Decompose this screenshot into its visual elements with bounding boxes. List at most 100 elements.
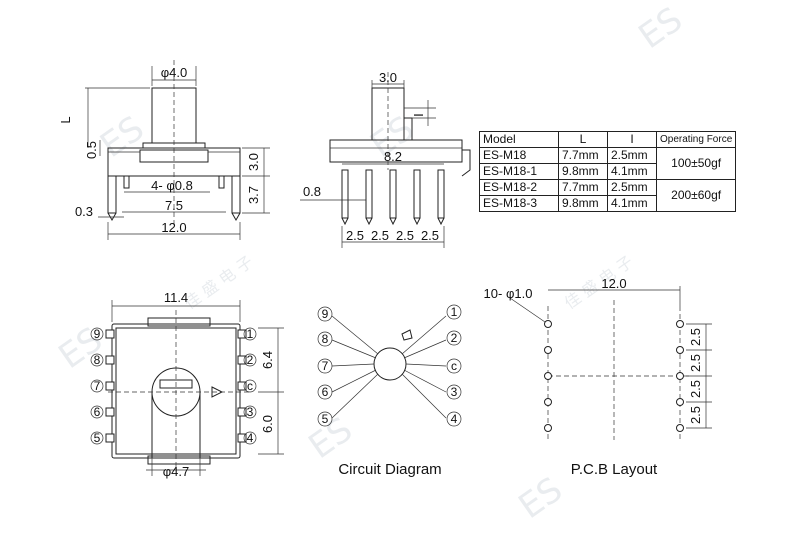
svg-text:佳 盛 电 子: 佳 盛 电 子 xyxy=(181,252,257,313)
cell-model: ES-M18-2 xyxy=(479,179,559,196)
dim-L: L xyxy=(58,116,73,123)
dim-pitch: 2.5 xyxy=(688,380,703,398)
table-header-row: Model L I Operating Force xyxy=(479,131,737,148)
knob-slot xyxy=(159,379,193,389)
svg-text:ES: ES xyxy=(52,320,110,377)
pin xyxy=(123,175,130,189)
pin xyxy=(413,169,421,219)
circuit-pin-label: 2 xyxy=(451,331,458,345)
cell-L: 7.7mm xyxy=(558,147,608,164)
wiper-icon xyxy=(401,329,413,341)
side-view: 3.0 I 8.2 0.8 2.5 2.5 2.5 2.5 xyxy=(300,70,471,248)
dim-12.0: 12.0 xyxy=(161,220,186,235)
dim-shaft-diameter: φ4.0 xyxy=(161,65,188,80)
cell-L: 7.7mm xyxy=(558,179,608,196)
dim-pitch: 2.5 xyxy=(346,228,364,243)
dim-phi-4.7: φ4.7 xyxy=(163,464,190,479)
circuit-pin-label: 9 xyxy=(322,307,329,321)
svg-text:ES: ES xyxy=(93,108,151,165)
pin xyxy=(107,175,117,214)
circuit-pin-label: 1 xyxy=(451,305,458,319)
dim-pitch: 2.5 xyxy=(688,354,703,372)
dim-holes: 10- φ1.0 xyxy=(484,286,533,301)
cell-model: ES-M18-1 xyxy=(479,163,559,180)
watermark: ES ES ES ES ES ES 佳 盛 电 子 佳 盛 电 子 xyxy=(52,0,690,527)
header-model: Model xyxy=(479,131,559,148)
pin-label: 7 xyxy=(94,379,101,393)
circuit-caption: Circuit Diagram xyxy=(338,461,441,478)
circuit-pin-label: 4 xyxy=(451,412,458,426)
pin-label: 4 xyxy=(247,431,254,445)
cell-L: 9.8mm xyxy=(558,195,608,212)
pin xyxy=(231,175,241,214)
dim-holes: 4- φ0.8 xyxy=(151,178,193,193)
dim-0.5: 0.5 xyxy=(84,141,99,159)
circuit-pin-label: 5 xyxy=(322,412,329,426)
dim-11.4: 11.4 xyxy=(164,290,188,305)
pin-label: c xyxy=(247,379,253,393)
circuit-pin-label: 8 xyxy=(322,332,329,346)
circuit-diagram: 9 8 7 6 5 1 2 c 3 4 Circuit Diagram xyxy=(317,304,462,478)
pin xyxy=(389,169,397,219)
dim-6.0: 6.0 xyxy=(260,415,275,433)
pin xyxy=(218,175,225,189)
bottom-tab xyxy=(147,455,211,465)
common-contact xyxy=(373,347,407,381)
circuit-pin-label: 6 xyxy=(322,385,329,399)
dim-pitch: 2.5 xyxy=(688,328,703,346)
top-tab xyxy=(147,317,211,327)
pin xyxy=(437,169,445,219)
pin-label: 8 xyxy=(94,353,101,367)
cell-model: ES-M18 xyxy=(479,147,559,164)
table-row: ES-M18 7.7mm 2.5mm 100±50gf xyxy=(479,147,737,180)
cell-force: 100±50gf xyxy=(655,147,737,180)
dim-pitch: 2.5 xyxy=(421,228,439,243)
cell-model: ES-M18-3 xyxy=(479,195,559,212)
table-row: ES-M18-2 7.7mm 2.5mm 200±60gf xyxy=(479,179,737,212)
dim-pitch: 2.5 xyxy=(688,406,703,424)
dim-3.0: 3.0 xyxy=(379,70,397,85)
header-L: L xyxy=(558,131,608,148)
table-row: ES-M18-3 9.8mm 4.1mm xyxy=(479,195,736,212)
pin-label: 3 xyxy=(247,405,254,419)
dim-3.0: 3.0 xyxy=(246,153,261,171)
pcb-caption: P.C.B Layout xyxy=(571,461,658,478)
dim-I: I xyxy=(411,113,426,117)
cell-I: 4.1mm xyxy=(607,163,657,180)
top-view: 9 8 7 6 5 1 2 c 3 4 11.4 6.4 6.0 φ4.7 xyxy=(90,290,284,479)
circuit-pin-label: 7 xyxy=(322,359,329,373)
dim-0.3: 0.3 xyxy=(75,204,93,219)
svg-text:ES: ES xyxy=(302,410,360,467)
pin-label: 1 xyxy=(247,327,254,341)
dim-7.5: 7.5 xyxy=(165,198,183,213)
dim-12.0: 12.0 xyxy=(601,276,626,291)
pin-label: 5 xyxy=(94,431,101,445)
dim-0.8: 0.8 xyxy=(303,184,321,199)
cell-I: 4.1mm xyxy=(607,195,657,212)
dim-6.4: 6.4 xyxy=(260,351,275,369)
pin xyxy=(365,169,373,219)
dim-8.2: 8.2 xyxy=(384,149,402,164)
switch-body xyxy=(329,139,463,163)
circuit-pin-label: 3 xyxy=(451,385,458,399)
front-view: φ4.0 L 0.5 3.0 3.7 4- φ0.8 7.5 0.3 12.0 xyxy=(58,60,270,240)
dim-3.7: 3.7 xyxy=(246,186,261,204)
spec-table: Model L I Operating Force ES-M18 7.7mm 2… xyxy=(479,131,737,212)
dim-pitch: 2.5 xyxy=(371,228,389,243)
pin-label: 9 xyxy=(94,327,101,341)
cell-I: 2.5mm xyxy=(607,179,657,196)
svg-text:ES: ES xyxy=(632,0,690,57)
header-I: I xyxy=(607,131,657,148)
circuit-pin-label: c xyxy=(451,359,457,373)
svg-text:ES: ES xyxy=(512,470,570,527)
cell-L: 9.8mm xyxy=(558,163,608,180)
dim-pitch: 2.5 xyxy=(396,228,414,243)
cell-force: 200±60gf xyxy=(655,179,737,212)
cell-I: 2.5mm xyxy=(607,147,657,164)
pin xyxy=(341,169,349,219)
header-force: Operating Force xyxy=(655,131,737,148)
pin-label: 6 xyxy=(94,405,101,419)
pcb-layout: 12.0 10- φ1.0 2.5 2.5 2.5 2.5 P.C.B Layo… xyxy=(484,276,712,478)
pin-label: 2 xyxy=(247,353,254,367)
